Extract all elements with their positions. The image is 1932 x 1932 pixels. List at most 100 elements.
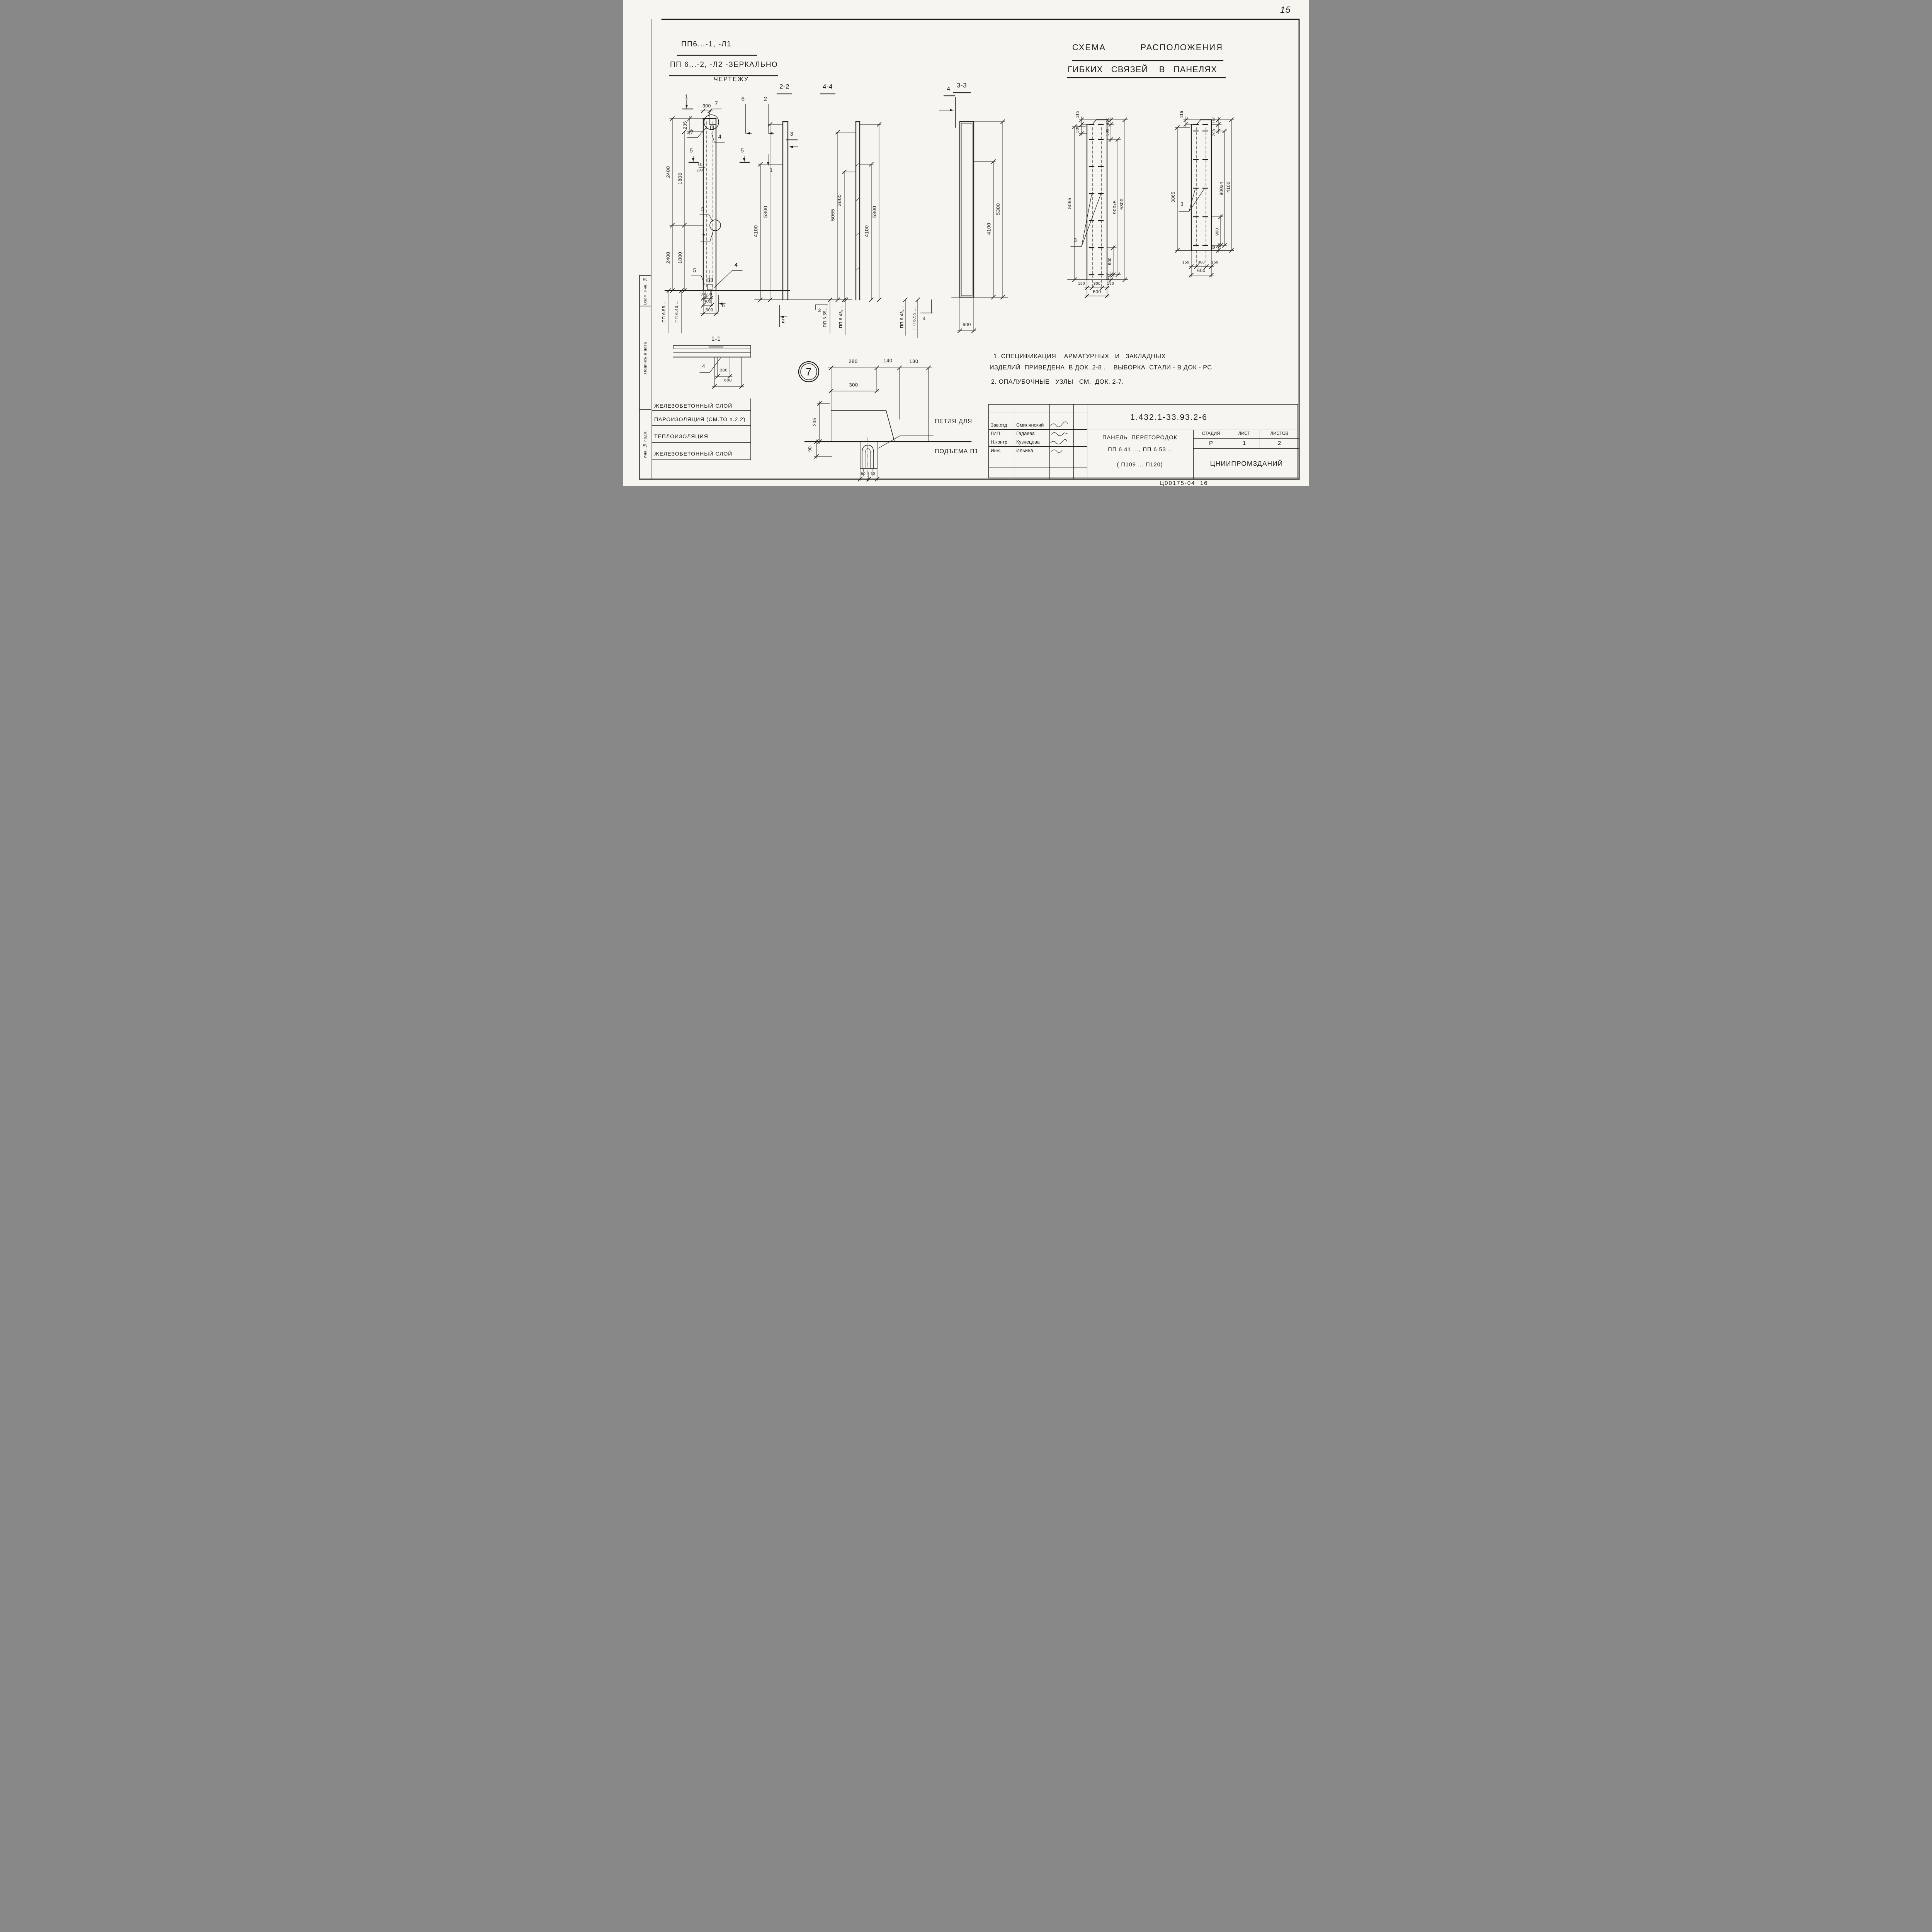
dim-90-d7: 90 [807,446,813,452]
schema-heading-line2: ГИБКИХ СВЯЗЕЙ В ПАНЕЛЯХ [1068,65,1217,74]
dim-tick [1108,122,1114,127]
section-mark-4-bottom: 4 [923,315,926,321]
loop-note-line1: ПЕТЛЯ ДЛЯ [935,418,973,425]
arrow-head [743,158,746,162]
dim-tick [702,296,708,301]
dim-tick [712,384,717,389]
listov-value: 2 [1277,440,1281,447]
dim-tick [991,294,996,300]
dim-tick [1222,128,1227,134]
dim-tick [843,297,849,303]
line [1092,119,1097,125]
dim-600-s11: 600 [724,378,732,383]
name-4: Ильина [1016,448,1033,453]
edge-label-podpis: Подпись и дата [643,342,648,374]
arrow-head [747,132,750,135]
callout-7-mid: 7 [702,233,706,240]
dim-5065-a: 5065 [1067,197,1072,209]
dim-tick [1079,122,1084,127]
dim-150-a-top: 150 [1105,117,1110,125]
dim-1800-lower: 1800 [677,252,683,264]
dim-tick [1072,277,1077,282]
dim-tick [670,116,675,121]
leader-line [708,109,722,116]
callout-7-upper: 7 [690,129,694,136]
leader-line [1081,194,1101,247]
dim-tick [1115,272,1121,277]
dim-300-a-b: 300 [1093,282,1101,286]
sheet-number: 15 [1280,5,1291,15]
dim-4100-s44: 4100 [864,225,870,237]
note-line1: 1. СПЕЦИФИКАЦИЯ АРМАТУРНЫХ И ЗАКЛАДНЫХ [993,353,1166,360]
leader-line [714,270,743,288]
dim-tick [857,476,863,482]
dim-400: 400 [704,299,711,304]
arrow-head [685,105,688,108]
role-1: Зав.отд [991,422,1007,428]
arrow-head [789,145,793,148]
dim-2400-upper: 2400 [665,166,671,178]
type-pp643-s22: ПП 6.43,... [838,305,844,328]
stage-value: Р [1209,440,1213,447]
section-mark-5-left: 5 [689,147,693,154]
arrow-head [692,158,695,162]
base-insert [707,284,713,290]
dim-tick [709,303,714,308]
leader-line [687,128,706,138]
stamp-code: Ц00175-04 16 [1160,480,1208,486]
dim-tick [835,129,840,135]
dim-tick [701,108,706,114]
signature-3 [1050,439,1067,444]
role-3: Н.контр [991,439,1007,445]
leader-line [711,133,725,143]
section-mark-2-top: 2 [764,95,767,102]
line [1196,119,1201,125]
role-4: Инж. [991,448,1001,453]
dim-tick [874,388,879,394]
dim-tick [701,303,706,308]
dim-tick [1229,117,1234,122]
dim-tick [827,297,833,303]
callout-3-a: 3 [1073,237,1077,243]
dim-tick [842,169,847,175]
dim-tick [1104,285,1110,291]
dim-tick [1108,117,1114,122]
dim-150-a-bottom: 150 [1105,273,1110,281]
dim-tick [814,454,819,459]
section-mark-2-bottom: 2 [781,318,785,324]
dim-tick [1111,272,1116,277]
section-label-3-3: 3-3 [956,82,967,89]
dim-tick [682,288,687,293]
section-mark-4-top: 4 [947,85,951,92]
dim-80: 80 [701,292,705,297]
dim-60-left: 60 [861,472,866,476]
dim-tick [1216,248,1221,253]
section-3-3-outline [959,121,975,298]
dim-tick [1218,214,1223,219]
line [855,267,860,271]
dim-tick [1084,285,1090,291]
lifting-loop-outer [862,445,874,469]
line [855,232,860,236]
callout-4-bottom: 4 [734,262,738,269]
dim-tick [666,288,672,293]
material-row-4: ЖЕЛЕЗОБЕТОННЫЙ СЛОЙ [654,451,733,457]
dim-900-b: 900 [1215,228,1220,236]
arrow-head [950,109,953,112]
signature-2 [1051,432,1068,436]
dim-115-a: 115 [1075,111,1080,118]
corner-insert [710,126,714,130]
dim-tick [1108,272,1114,277]
dim-235-left: 235 [682,121,688,129]
dim-tick [817,439,822,444]
callout-5-mid: 5 [701,206,705,213]
dim-200-b: 200 [1212,129,1216,136]
dim-900x4-b: 900х4 [1219,182,1224,196]
leader-line [1179,189,1196,212]
type-pp655-s44: ПП 6.55,... [912,307,917,330]
dim-150-b-bottom: 150 [1212,244,1216,252]
schema-heading-word1: СХЕМА [1072,43,1106,52]
leader-line [691,276,705,285]
dim-150-b-top: 150 [1212,116,1216,124]
dim-tick [1111,245,1116,250]
